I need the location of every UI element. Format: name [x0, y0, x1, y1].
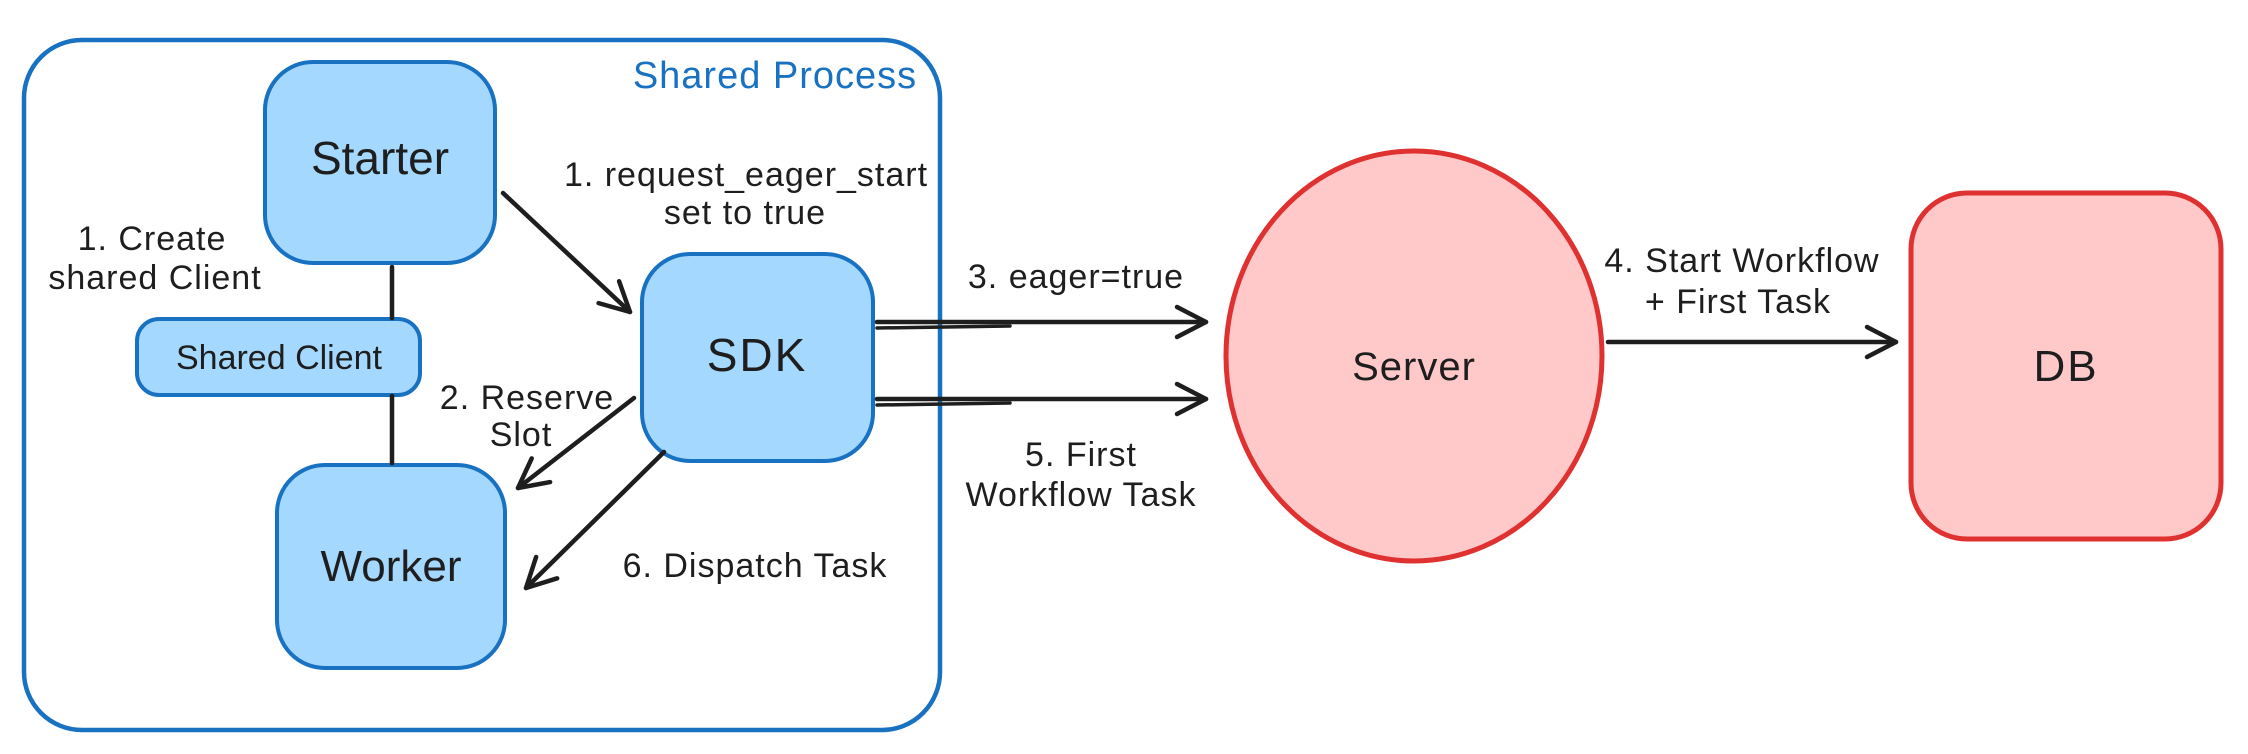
arrow-sdk-to-worker-reserve-slot	[515, 395, 637, 491]
starter-label: Starter	[311, 132, 449, 184]
annotation-create-shared-client-line2: shared Client	[48, 259, 261, 297]
node-server: Server	[1223, 148, 1605, 564]
annotation-start-workflow-line2: + First Task	[1645, 283, 1831, 321]
annotation-reserve-slot-line2: Slot	[490, 416, 553, 454]
annotation-reserve-slot-line1: 2. Reserve	[440, 379, 614, 417]
annotations: 1. Create shared Client 1. request_eager…	[48, 156, 1879, 585]
db-label: DB	[2033, 342, 2098, 391]
annotation-first-workflow-task-line1: 5. First	[1025, 436, 1137, 474]
db-box	[1908, 190, 2224, 542]
annotation-request-eager-start-line1: 1. request_eager_start	[564, 156, 928, 194]
annotation-start-workflow-line1: 4. Start Workflow	[1604, 242, 1879, 280]
sketch-stroke-first-task	[875, 401, 1012, 407]
node-sdk: SDK	[640, 252, 875, 463]
shared-process-group: Shared Process	[21, 37, 943, 733]
annotation-first-workflow-task-line2: Workflow Task	[966, 476, 1197, 514]
shared-client-box	[135, 317, 422, 397]
node-starter: Starter	[263, 60, 497, 265]
connectors	[389, 190, 1899, 591]
sdk-box	[640, 252, 875, 463]
sketch-stroke-eager	[875, 324, 1012, 330]
node-db: DB	[1908, 190, 2224, 542]
server-label: Server	[1352, 345, 1476, 389]
server-circle	[1223, 148, 1605, 564]
shared-client-label: Shared Client	[176, 339, 383, 377]
annotation-request-eager-start-line2: set to true	[664, 194, 826, 232]
starter-box	[263, 60, 497, 265]
node-shared-client: Shared Client	[135, 317, 422, 397]
annotation-create-shared-client-line1: 1. Create	[78, 220, 227, 258]
sdk-label: SDK	[707, 329, 808, 381]
shared-process-label: Shared Process	[633, 55, 917, 97]
worker-label: Worker	[321, 542, 462, 591]
node-worker: Worker	[275, 463, 507, 670]
annotation-dispatch-task: 6. Dispatch Task	[623, 547, 888, 585]
arrow-sdk-to-worker-dispatch-task	[523, 449, 667, 591]
arrow-starter-to-sdk	[500, 190, 633, 315]
shared-process-container	[21, 37, 943, 733]
annotation-eager-true: 3. eager=true	[968, 258, 1184, 296]
